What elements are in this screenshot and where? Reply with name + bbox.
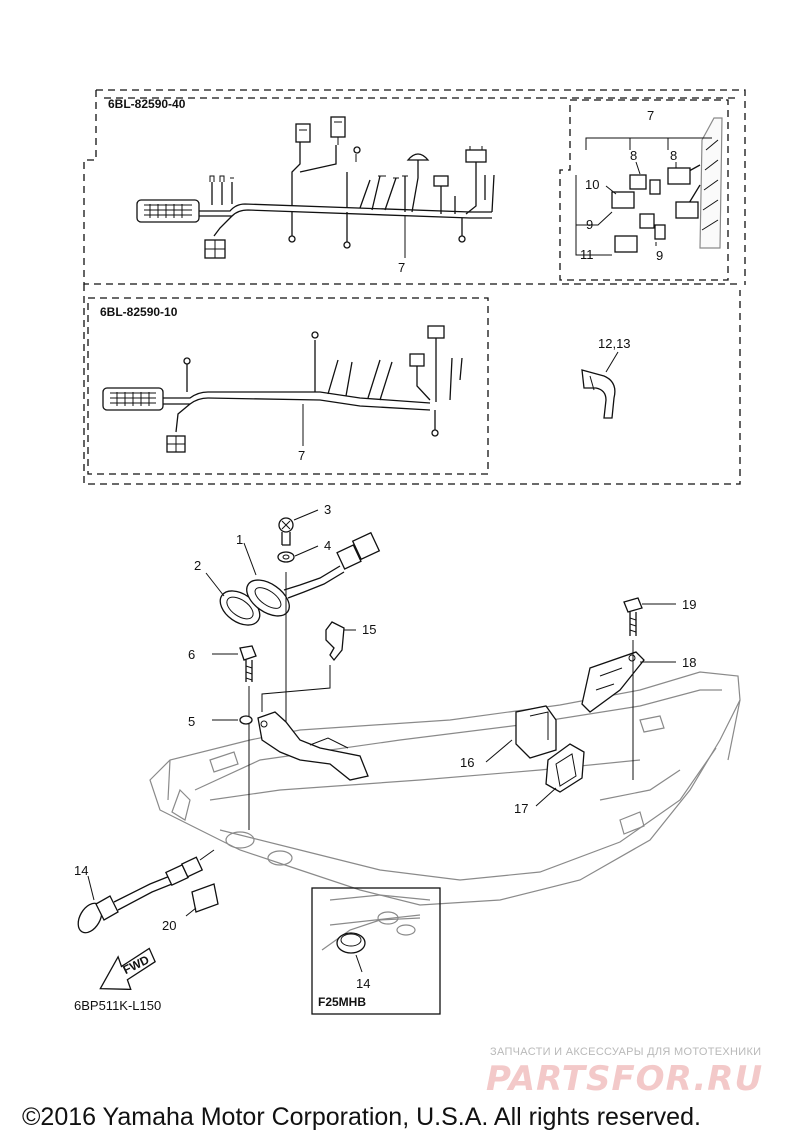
bottom-cowling	[149, 671, 741, 906]
callout-18-holder: 18	[682, 655, 696, 670]
fwd-arrow-icon: FWD	[99, 947, 156, 991]
harness-group-a-code: 6BL-82590-40	[108, 97, 186, 111]
callout-4-washer: 4	[324, 538, 331, 553]
callout-10: 10	[585, 177, 599, 192]
callout-11: 11	[580, 247, 594, 262]
callout-2-grommet: 2	[194, 558, 201, 573]
callout-9-bottom: 9	[656, 248, 663, 263]
copyright-notice: ©2016 Yamaha Motor Corporation, U.S.A. A…	[22, 1103, 701, 1131]
watermark-logo: PARTSFOR.RU	[486, 1059, 763, 1099]
callout-15-clip: 15	[362, 622, 376, 637]
switch-holder-assembly	[485, 597, 676, 807]
callout-7-harness-a: 7	[398, 260, 405, 275]
callout-19-bolt: 19	[682, 597, 696, 612]
callout-7-harness-b: 7	[298, 448, 305, 463]
callout-5-washer: 5	[188, 714, 195, 729]
wire-harness-b	[102, 325, 463, 453]
callout-1-grommet: 1	[236, 532, 243, 547]
wire-clamp	[581, 351, 619, 419]
model-inset	[311, 887, 441, 1015]
bracket-assembly	[212, 621, 369, 830]
diagram-code: 6BP511K-L150	[74, 998, 161, 1013]
callout-20-tag: 20	[162, 918, 176, 933]
connector-subgroup	[575, 117, 723, 256]
callout-14-switch: 14	[74, 863, 88, 878]
callout-7-connector-group: 7	[647, 108, 654, 123]
harness-group-b-code: 6BL-82590-10	[100, 305, 178, 319]
callout-12-13: 12,13	[598, 336, 631, 351]
callout-17-grommet: 17	[514, 801, 528, 816]
callout-16-block: 16	[460, 755, 474, 770]
wire-harness-a	[136, 116, 495, 259]
callout-8-left: 8	[630, 148, 637, 163]
switch-wire-assembly	[77, 849, 219, 934]
callout-8-right: 8	[670, 148, 677, 163]
inset-model-code: F25MHB	[318, 995, 366, 1009]
callout-14-inset: 14	[356, 976, 370, 991]
callout-3-screw: 3	[324, 502, 331, 517]
group-boundaries	[83, 89, 746, 485]
watermark-caption: ЗАПЧАСТИ И АКСЕССУАРЫ ДЛЯ МОТОТЕХНИКИ	[490, 1046, 761, 1058]
callout-9-left: 9	[586, 217, 593, 232]
grommet-assembly	[205, 509, 381, 740]
callout-6-bolt: 6	[188, 647, 195, 662]
